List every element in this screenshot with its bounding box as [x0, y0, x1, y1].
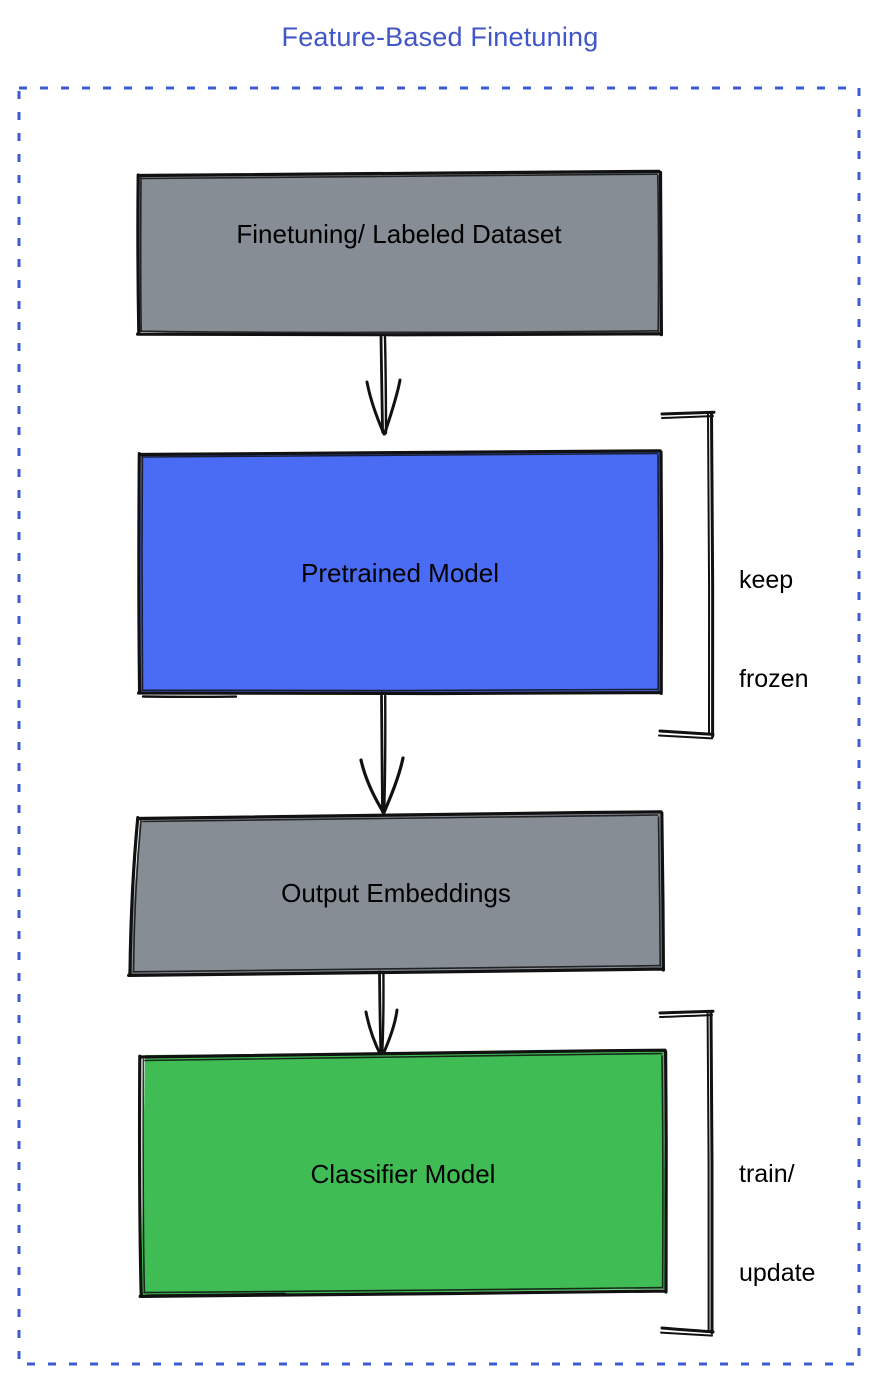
node-dataset-label: Finetuning/ Labeled Dataset: [236, 219, 562, 249]
annotation-train-update-line2: update: [739, 1259, 816, 1287]
page-title: Feature-Based Finetuning: [281, 22, 599, 52]
annotation-keep-frozen: keep frozen: [739, 498, 808, 762]
dashed-container-border: [17, 86, 861, 1366]
node-pretrained-sketch-outline-2: [141, 452, 660, 692]
node-pretrained-shape: [139, 451, 661, 693]
node-pretrained-label: Pretrained Model: [301, 558, 499, 588]
node-dataset[interactable]: [136, 169, 664, 337]
node-embeddings-sketch-outline: [127, 810, 665, 977]
node-embeddings-shape: [128, 812, 663, 975]
edge-pretrained-to-embeddings: [359, 694, 405, 815]
node-pretrained-model[interactable]: [137, 449, 664, 699]
node-embeddings-label: Output Embeddings: [281, 878, 511, 908]
node-embeddings-sketch-outline-2: [132, 814, 661, 973]
node-classifier-model[interactable]: [138, 1048, 668, 1298]
node-pretrained-sketch-outline: [137, 449, 664, 696]
node-output-embeddings[interactable]: [127, 810, 665, 977]
bracket-train-update: [658, 1009, 715, 1337]
node-dataset-sketch-outline-2: [139, 173, 660, 334]
annotation-keep-frozen-line2: frozen: [739, 665, 809, 693]
node-classifier-sketch-underline: [145, 1292, 287, 1297]
node-classifier-sketch-outline: [138, 1048, 668, 1298]
bracket-keep-frozen: [658, 410, 716, 740]
node-dataset-shape: [138, 171, 661, 334]
annotation-train-update: train/ update: [739, 1092, 815, 1356]
node-classifier-label: Classifier Model: [310, 1159, 496, 1189]
annotation-train-update-line1: train/: [739, 1160, 795, 1188]
node-classifier-shape: [141, 1051, 665, 1296]
edge-dataset-to-pretrained: [365, 335, 402, 436]
edge-embeddings-to-classifier: [364, 970, 399, 1059]
annotation-keep-frozen-line1: keep: [739, 566, 794, 594]
node-dataset-sketch-outline: [136, 169, 664, 337]
